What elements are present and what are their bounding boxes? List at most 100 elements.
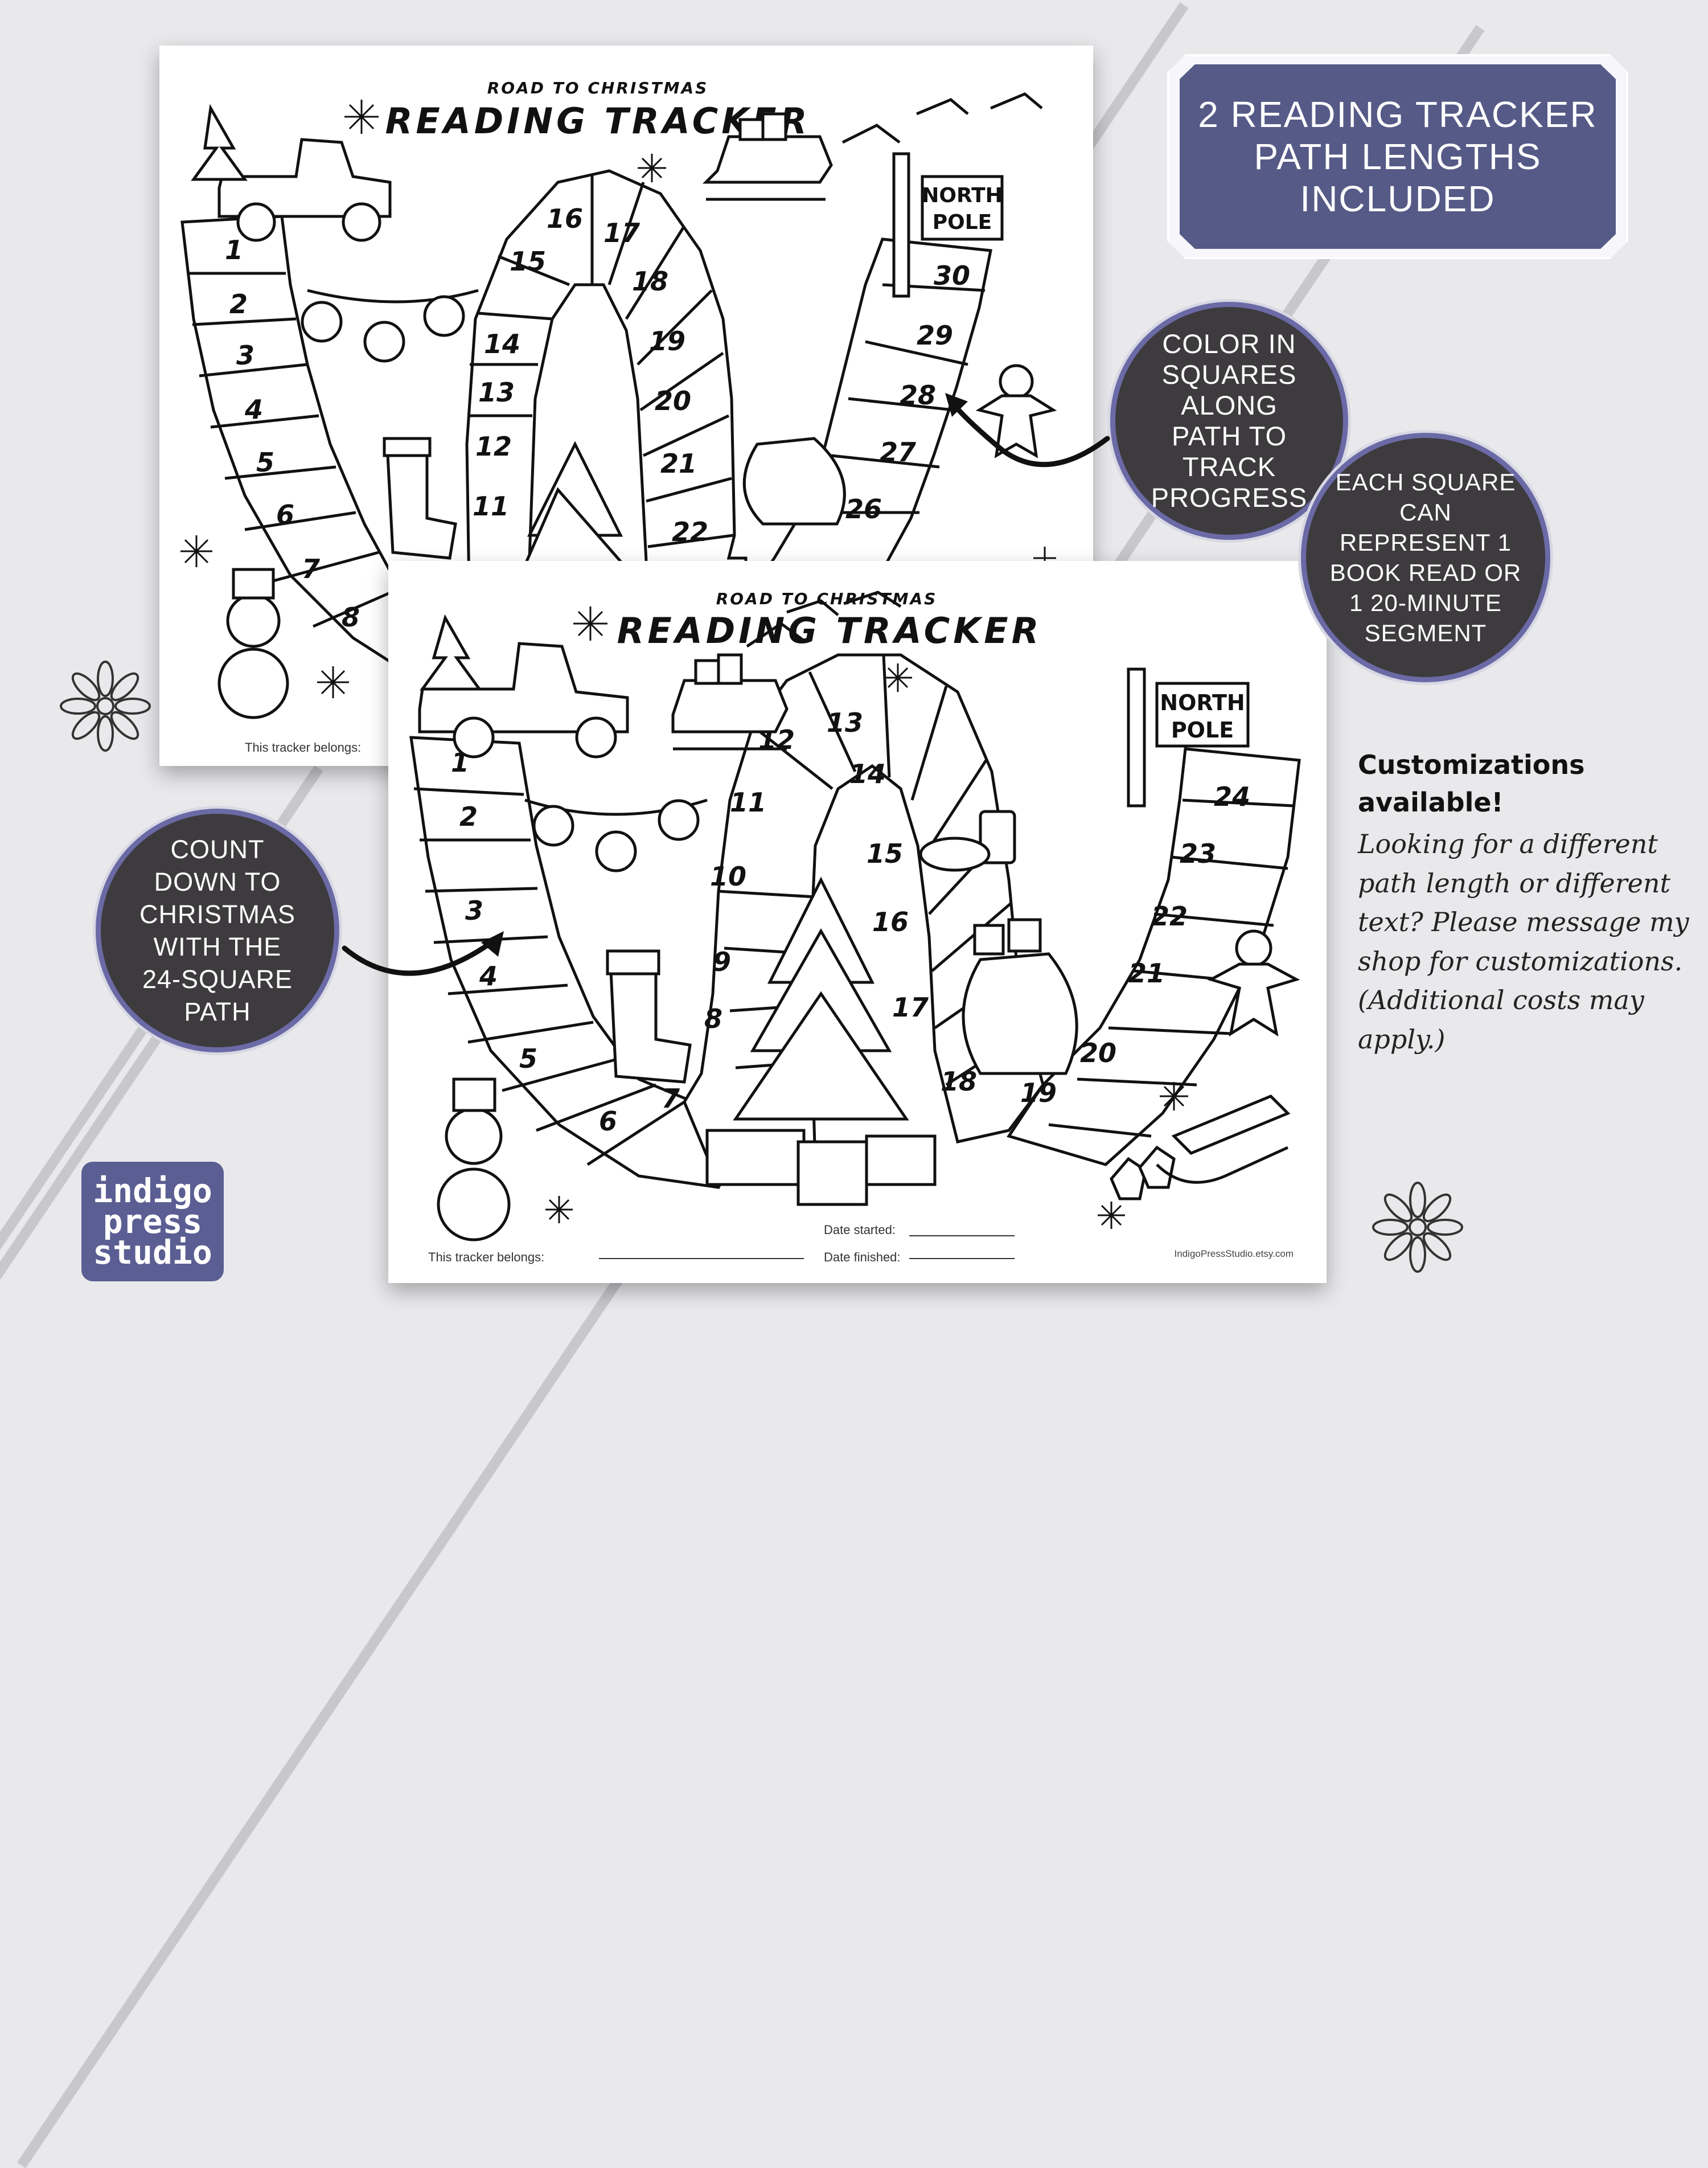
square-7: 7 bbox=[662, 1083, 680, 1114]
svg-text:17: 17 bbox=[603, 218, 640, 248]
indigo-press-studio-logo: indigo press studio bbox=[81, 1162, 224, 1281]
gift-icon bbox=[705, 1129, 937, 1206]
belongs-label: This tracker belongs: bbox=[428, 1250, 544, 1264]
svg-text:19: 19 bbox=[649, 326, 685, 356]
sheet-subtitle: ROAD TO CHRISTMAS bbox=[487, 79, 709, 97]
square-8: 8 bbox=[704, 1003, 722, 1034]
ornament-icon bbox=[301, 289, 479, 363]
square-17: 17 bbox=[892, 992, 929, 1023]
svg-text:29: 29 bbox=[917, 320, 953, 351]
svg-text:2: 2 bbox=[229, 289, 248, 319]
feature-banner: 2 READING TRACKER PATH LENGTHS INCLUDED bbox=[1167, 54, 1628, 259]
logo-line: studio bbox=[93, 1233, 212, 1272]
north-pole-sign: NORTH POLE bbox=[1127, 667, 1250, 808]
svg-text:1: 1 bbox=[225, 235, 243, 265]
north-pole-sign: NORTH POLE bbox=[892, 152, 1004, 298]
reindeer-icon bbox=[746, 591, 902, 648]
callout-count-down: COUNT DOWN TO CHRISTMAS WITH THE 24-SQUA… bbox=[96, 809, 339, 1052]
sign-line2: POLE bbox=[933, 211, 992, 234]
gift-sack-icon bbox=[742, 437, 846, 526]
sheet-title: READING TRACKER bbox=[385, 100, 811, 142]
svg-text:27: 27 bbox=[880, 437, 916, 468]
svg-text:22: 22 bbox=[672, 517, 708, 547]
tracker-path-30: 1 2 3 4 5 6 7 8 11 12 13 14 15 16 17 18 … bbox=[180, 92, 1057, 755]
square-4: 4 bbox=[479, 961, 498, 991]
svg-text:21: 21 bbox=[660, 448, 697, 479]
belongs-label: This tracker belongs: bbox=[245, 740, 361, 755]
banner-text: 2 READING TRACKER PATH LENGTHS INCLUDED bbox=[1198, 94, 1598, 219]
square-15: 15 bbox=[867, 838, 903, 869]
date-finished-label: Date finished: bbox=[824, 1250, 901, 1264]
callout-each-square-text: EACH SQUARE CAN REPRESENT 1 BOOK READ OR… bbox=[1329, 469, 1522, 646]
truck-icon bbox=[191, 104, 392, 242]
stocking-icon bbox=[606, 949, 692, 1084]
svg-text:14: 14 bbox=[484, 329, 520, 359]
square-14: 14 bbox=[849, 759, 886, 789]
square-18: 18 bbox=[941, 1066, 977, 1097]
tree-icon bbox=[733, 876, 909, 1121]
square-19: 19 bbox=[1020, 1077, 1057, 1108]
square-21: 21 bbox=[1128, 958, 1165, 989]
square-16: 16 bbox=[872, 907, 909, 937]
svg-text:6: 6 bbox=[276, 499, 294, 530]
flower-icon bbox=[1372, 1182, 1463, 1273]
callout-count-down-text: COUNT DOWN TO CHRISTMAS WITH THE 24-SQUA… bbox=[139, 835, 295, 1026]
snowman-icon bbox=[437, 1077, 511, 1241]
sign-line1: NORTH bbox=[1160, 690, 1245, 715]
sled-icon bbox=[1156, 1095, 1291, 1184]
sleigh-icon bbox=[671, 653, 789, 751]
callout-color-in: COLOR IN SQUARES ALONG PATH TO TRACK PRO… bbox=[1110, 302, 1348, 540]
tree-icon bbox=[516, 441, 641, 583]
square-9: 9 bbox=[713, 946, 731, 977]
callout-color-in-text: COLOR IN SQUARES ALONG PATH TO TRACK PRO… bbox=[1151, 329, 1308, 513]
square-23: 23 bbox=[1180, 838, 1216, 869]
sign-line1: NORTH bbox=[922, 184, 1003, 207]
snowman-icon bbox=[217, 568, 289, 719]
mitten-icon bbox=[1110, 1145, 1176, 1200]
svg-text:13: 13 bbox=[478, 377, 515, 408]
square-10: 10 bbox=[710, 861, 746, 892]
square-22: 22 bbox=[1151, 901, 1188, 932]
gingerbread-icon bbox=[975, 364, 1057, 458]
snowflake-icon bbox=[180, 100, 1056, 698]
sheet-title: READING TRACKER bbox=[617, 610, 1042, 651]
svg-text:8: 8 bbox=[342, 602, 360, 633]
square-13: 13 bbox=[827, 707, 863, 738]
svg-text:28: 28 bbox=[900, 380, 936, 411]
svg-text:3: 3 bbox=[236, 340, 254, 371]
svg-text:11: 11 bbox=[473, 491, 509, 522]
reindeer-icon bbox=[841, 92, 1043, 144]
date-started-label: Date started: bbox=[824, 1223, 896, 1237]
svg-text:20: 20 bbox=[655, 386, 691, 416]
customizations-body: Looking for a different path length or d… bbox=[1358, 829, 1689, 1055]
stocking-icon bbox=[383, 437, 457, 560]
square-2: 2 bbox=[459, 801, 478, 832]
svg-text:4: 4 bbox=[244, 394, 263, 425]
snowflake-icon bbox=[545, 606, 1188, 1229]
truck-icon bbox=[418, 614, 629, 759]
square-20: 20 bbox=[1080, 1038, 1116, 1068]
logo-line: indigo bbox=[93, 1171, 212, 1210]
svg-text:18: 18 bbox=[632, 266, 668, 297]
logo-line: press bbox=[102, 1202, 203, 1241]
customizations-title: Customizations available! bbox=[1358, 749, 1585, 818]
svg-text:12: 12 bbox=[475, 431, 512, 462]
gift-sack-icon bbox=[962, 918, 1078, 1075]
background-stripe bbox=[17, 1265, 631, 2168]
shop-url: IndigoPressStudio.etsy.com bbox=[1175, 1248, 1294, 1259]
ornament-icon bbox=[524, 798, 708, 872]
svg-text:7: 7 bbox=[302, 554, 320, 584]
square-24: 24 bbox=[1214, 781, 1250, 812]
square-5: 5 bbox=[519, 1043, 537, 1074]
callout-each-square: EACH SQUARE CAN REPRESENT 1 BOOK READ OR… bbox=[1301, 433, 1550, 682]
svg-text:16: 16 bbox=[547, 203, 583, 234]
svg-text:26: 26 bbox=[845, 494, 882, 524]
svg-text:15: 15 bbox=[510, 246, 546, 277]
sign-line2: POLE bbox=[1171, 718, 1234, 743]
square-3: 3 bbox=[465, 895, 483, 926]
tracker-sheet-24: ROAD TO CHRISTMAS READING TRACKER 1 2 3 … bbox=[388, 561, 1327, 1283]
square-11: 11 bbox=[730, 787, 766, 818]
flower-icon bbox=[60, 661, 151, 752]
tracker-path-24: 1 2 3 4 5 6 7 8 9 10 11 12 13 14 15 16 1… bbox=[409, 591, 1301, 1264]
svg-text:5: 5 bbox=[256, 447, 274, 478]
